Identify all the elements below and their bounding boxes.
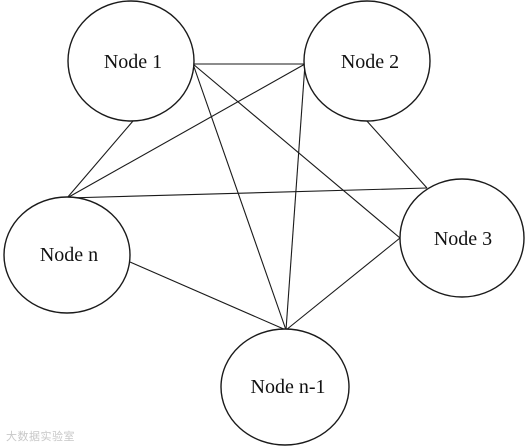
node-n: Node n bbox=[3, 196, 131, 314]
node-1-label: Node 1 bbox=[104, 51, 162, 73]
node-n-label: Node n bbox=[40, 244, 98, 266]
node-2: Node 2 bbox=[303, 0, 431, 122]
node-2-label: Node 2 bbox=[341, 51, 399, 73]
node-3-circle bbox=[399, 178, 525, 298]
edge-layer bbox=[66, 63, 428, 331]
edge-node1-node3 bbox=[192, 63, 401, 239]
edge-node2-node3 bbox=[365, 119, 428, 189]
edge-node3-noden1 bbox=[285, 237, 401, 331]
edge-node2-noden1 bbox=[285, 63, 306, 331]
node-n-circle bbox=[3, 196, 131, 314]
node-n-1-circle bbox=[220, 328, 350, 446]
node-n-1: Node n-1 bbox=[220, 328, 350, 446]
edge-node1-noden bbox=[66, 120, 134, 199]
edge-node1-noden1 bbox=[192, 63, 287, 331]
node-n-1-label: Node n-1 bbox=[251, 376, 326, 398]
edge-node3-noden bbox=[66, 187, 428, 199]
edge-noden-noden1 bbox=[129, 261, 287, 331]
node-1-circle bbox=[67, 0, 195, 122]
node-2-circle bbox=[303, 0, 431, 122]
node-3-label: Node 3 bbox=[434, 228, 492, 250]
watermark-text: 大数据实验室 bbox=[6, 430, 75, 443]
node-3: Node 3 bbox=[399, 178, 525, 298]
edge-node2-noden bbox=[66, 63, 306, 199]
node-1: Node 1 bbox=[67, 0, 195, 122]
